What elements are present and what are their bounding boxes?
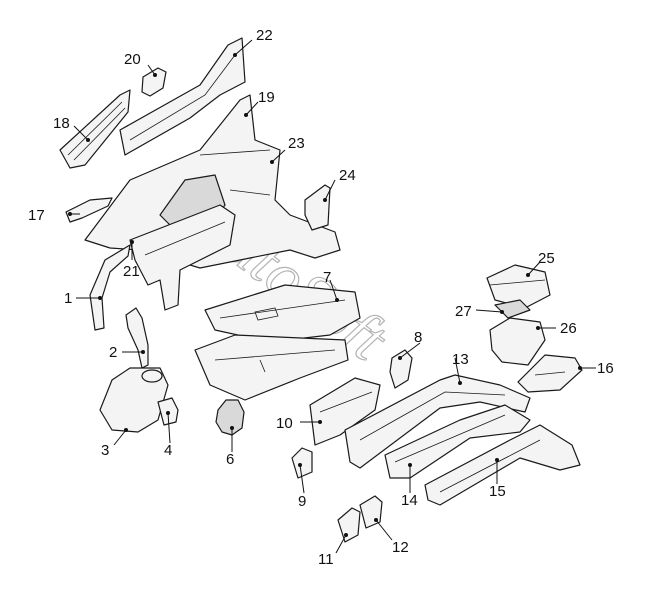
part-11-bracket xyxy=(337,507,361,543)
part-8-bracket xyxy=(389,349,413,389)
leader-lines xyxy=(70,39,596,554)
callout-23: 23 xyxy=(288,135,305,152)
part-1-liner xyxy=(89,244,131,331)
part-14-sill xyxy=(384,404,531,479)
part-15-outer-sill xyxy=(424,424,581,506)
callout-6: 6 xyxy=(226,451,234,468)
callout-1: 1 xyxy=(64,290,72,307)
callout-2: 2 xyxy=(109,344,117,361)
part-16-plate xyxy=(517,354,583,393)
part-18-rear-rail xyxy=(59,89,131,169)
callout-18: 18 xyxy=(53,115,70,132)
callout-20: 20 xyxy=(124,51,141,68)
part-20-bracket xyxy=(141,67,167,97)
callout-24: 24 xyxy=(339,167,356,184)
callout-10: 10 xyxy=(276,415,293,432)
part-floor-pan xyxy=(194,334,349,401)
callout-15: 15 xyxy=(489,483,506,500)
part-22-upper-rail xyxy=(119,37,246,156)
part-24-bracket xyxy=(304,184,331,231)
callout-14: 14 xyxy=(401,492,418,509)
part-21-inner-rail xyxy=(129,204,236,311)
callout-16: 16 xyxy=(597,360,614,377)
callout-19: 19 xyxy=(258,89,275,106)
callout-13: 13 xyxy=(452,351,469,368)
part-13-long-rail xyxy=(344,374,531,469)
callout-22: 22 xyxy=(256,27,273,44)
callout-7: 7 xyxy=(323,269,331,286)
part-3-reservoir xyxy=(99,367,169,433)
callout-26: 26 xyxy=(560,320,577,337)
part-6-mount xyxy=(215,399,245,436)
callout-3: 3 xyxy=(101,442,109,459)
callout-21: 21 xyxy=(123,263,140,280)
callout-17: 17 xyxy=(28,207,45,224)
part-2-filler-neck xyxy=(125,307,149,369)
part-26-module xyxy=(489,317,546,366)
part-25-module-box xyxy=(486,264,551,309)
callout-labels: 1 2 3 4 6 7 8 9 10 11 12 13 14 15 16 17 … xyxy=(28,27,614,568)
callout-9: 9 xyxy=(298,493,306,510)
callout-25: 25 xyxy=(538,250,555,267)
anchor-dots xyxy=(68,53,582,537)
callout-11: 11 xyxy=(318,551,334,568)
callout-8: 8 xyxy=(414,329,422,346)
part-27-connector xyxy=(494,299,531,319)
part-17-bracket xyxy=(65,197,113,223)
callout-12: 12 xyxy=(392,539,409,556)
part-10-crossmember xyxy=(309,377,381,446)
part-7-floor-panel xyxy=(204,284,361,343)
part-9-bracket xyxy=(291,447,313,479)
callout-4: 4 xyxy=(164,442,172,459)
callout-27: 27 xyxy=(455,303,472,320)
